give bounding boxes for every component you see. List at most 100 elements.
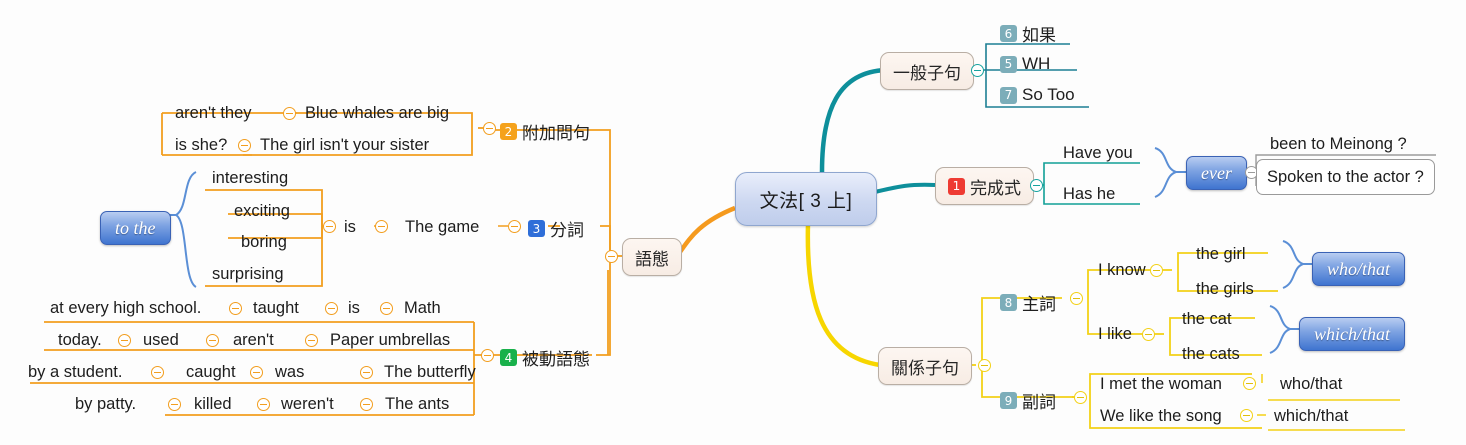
- collapse-toggle-passive-voice[interactable]: [481, 349, 494, 362]
- collapse-toggle-participle-subject[interactable]: [375, 220, 388, 233]
- relative-group-0-lead[interactable]: I know: [1098, 259, 1146, 281]
- passive-row-0-tail[interactable]: at every high school.: [50, 297, 201, 319]
- perfect-subject-1[interactable]: Has he: [1063, 183, 1115, 205]
- participle-node[interactable]: 3 分詞: [528, 216, 584, 241]
- collapse-toggle-relative-subject[interactable]: [1070, 292, 1083, 305]
- collapse-toggle-participle[interactable]: [508, 220, 521, 233]
- collapse-toggle-passive-1-be[interactable]: [206, 334, 219, 347]
- collapse-toggle-passive-2-be[interactable]: [250, 366, 263, 379]
- collapse-toggle-tag-row-0[interactable]: [283, 107, 296, 120]
- passive-row-2-tail[interactable]: by a student.: [28, 361, 122, 383]
- tag-row-1-statement[interactable]: The girl isn't your sister: [260, 134, 429, 156]
- collapse-toggle-tag-row-1[interactable]: [238, 139, 251, 152]
- relative-group-0-noun-0[interactable]: the girl: [1196, 243, 1246, 265]
- participle-connector-to-the[interactable]: to the: [100, 211, 171, 245]
- collapse-toggle-passive-1-subject[interactable]: [305, 334, 318, 347]
- participle-adjective-1[interactable]: exciting: [234, 200, 290, 222]
- collapse-toggle-voice[interactable]: [605, 250, 618, 263]
- relative-group-1-noun-1[interactable]: the cats: [1182, 343, 1240, 365]
- passive-row-3-subject[interactable]: The ants: [385, 393, 449, 415]
- branch-general-clause[interactable]: 一般子句: [880, 52, 974, 90]
- collapse-toggle-passive-3-subject[interactable]: [360, 398, 373, 411]
- branch-relative-clause-label: 關係子句: [891, 358, 959, 378]
- passive-voice-node[interactable]: 4 被動語態: [500, 345, 590, 370]
- passive-row-1-tail[interactable]: today.: [58, 329, 102, 351]
- collapse-toggle-relative-clause[interactable]: [978, 359, 991, 372]
- collapse-toggle-adverb-row-0[interactable]: [1243, 377, 1256, 390]
- collapse-toggle-passive-1-participle[interactable]: [118, 334, 131, 347]
- relative-subject-node[interactable]: 8 主詞: [1000, 290, 1056, 315]
- collapse-toggle-participle-verb[interactable]: [323, 220, 336, 233]
- branch-perfect-tense[interactable]: 1 完成式: [935, 167, 1034, 205]
- passive-row-2-be[interactable]: was: [275, 361, 304, 383]
- perfect-subject-0[interactable]: Have you: [1063, 142, 1133, 164]
- general-clause-child-0[interactable]: 6 如果: [1000, 21, 1056, 46]
- passive-row-1-subject[interactable]: Paper umbrellas: [330, 329, 450, 351]
- passive-row-3-be[interactable]: weren't: [281, 393, 334, 415]
- general-clause-child-1[interactable]: 5 WH: [1000, 54, 1050, 74]
- adverb-row-1-pronoun-label: which/that: [1274, 406, 1349, 425]
- badge-number-icon: 1: [948, 177, 965, 195]
- collapse-toggle-tag-question[interactable]: [483, 122, 496, 135]
- collapse-toggle-passive-2-participle[interactable]: [151, 366, 164, 379]
- participle-adjective-0[interactable]: interesting: [212, 167, 288, 189]
- collapse-toggle-passive-3-participle[interactable]: [168, 398, 181, 411]
- passive-row-2-participle[interactable]: caught: [186, 361, 236, 383]
- tag-row-0-tag[interactable]: aren't they: [175, 102, 252, 124]
- relative-group-1-noun-0[interactable]: the cat: [1182, 308, 1232, 330]
- collapse-toggle-passive-0-participle[interactable]: [229, 302, 242, 315]
- adverb-row-1-clause[interactable]: We like the song: [1100, 405, 1222, 427]
- relative-group-0-noun-1-label: the girls: [1196, 279, 1254, 298]
- perfect-predicate-0[interactable]: been to Meinong ?: [1270, 133, 1407, 155]
- passive-row-3-participle[interactable]: killed: [194, 393, 232, 415]
- tag-row-1-tag[interactable]: is she?: [175, 134, 227, 156]
- participle-label: 分詞: [550, 221, 584, 240]
- collapse-toggle-passive-0-subject[interactable]: [380, 302, 393, 315]
- central-topic[interactable]: 文法[ 3 上]: [735, 172, 877, 226]
- collapse-toggle-passive-3-be[interactable]: [257, 398, 270, 411]
- participle-adjective-2[interactable]: boring: [241, 231, 287, 253]
- collapse-toggle-group-1[interactable]: [1142, 328, 1155, 341]
- collapse-toggle-passive-2-subject[interactable]: [360, 366, 373, 379]
- relative-group-0-pronoun[interactable]: who/that: [1312, 252, 1406, 286]
- relative-group-0-lead-label: I know: [1098, 260, 1146, 279]
- passive-row-1-be[interactable]: aren't: [233, 329, 274, 351]
- collapse-toggle-group-0[interactable]: [1150, 264, 1163, 277]
- branch-relative-clause[interactable]: 關係子句: [878, 347, 972, 385]
- participle-adjective-3[interactable]: surprising: [212, 263, 284, 285]
- collapse-toggle-adverb-row-1[interactable]: [1240, 409, 1253, 422]
- perfect-predicate-1[interactable]: Spoken to the actor ?: [1256, 159, 1435, 195]
- passive-row-0-subject[interactable]: Math: [404, 297, 441, 319]
- passive-row-0-participle[interactable]: taught: [253, 297, 299, 319]
- branch-voice[interactable]: 語態: [622, 238, 682, 276]
- passive-row-0-subject-label: Math: [404, 298, 441, 317]
- passive-row-1-participle[interactable]: used: [143, 329, 179, 351]
- badge-number-icon: 2: [500, 123, 517, 140]
- passive-row-2-subject-label: The butterfly: [384, 362, 476, 381]
- tag-question-node[interactable]: 2 附加問句: [500, 119, 590, 144]
- participle-subject[interactable]: The game: [405, 216, 479, 238]
- relative-group-1-lead[interactable]: I like: [1098, 323, 1132, 345]
- collapse-toggle-general-clause[interactable]: [971, 64, 984, 77]
- adverb-row-0-clause[interactable]: I met the woman: [1100, 373, 1222, 395]
- perfect-connector-ever[interactable]: ever: [1186, 156, 1247, 190]
- general-clause-child-2[interactable]: 7 So Too: [1000, 85, 1075, 105]
- badge-number-icon: 8: [1000, 294, 1017, 311]
- adverb-row-0-pronoun[interactable]: who/that: [1280, 373, 1342, 395]
- passive-row-2-subject[interactable]: The butterfly: [384, 361, 476, 383]
- collapse-toggle-perfect-tense[interactable]: [1030, 179, 1043, 192]
- badge-number-icon: 9: [1000, 392, 1017, 409]
- passive-row-0-be[interactable]: is: [348, 297, 360, 319]
- tag-row-0-statement[interactable]: Blue whales are big: [305, 102, 449, 124]
- participle-verb[interactable]: is: [344, 216, 356, 238]
- perfect-subject-1-label: Has he: [1063, 184, 1116, 203]
- relative-adverb-node[interactable]: 9 副詞: [1000, 388, 1056, 413]
- relative-group-0-noun-1[interactable]: the girls: [1196, 278, 1254, 300]
- relative-group-1-pronoun[interactable]: which/that: [1299, 317, 1405, 351]
- collapse-toggle-passive-0-be[interactable]: [325, 302, 338, 315]
- collapse-toggle-relative-adverb[interactable]: [1074, 391, 1087, 404]
- relative-group-1-noun-0-label: the cat: [1182, 309, 1232, 328]
- adverb-row-1-pronoun[interactable]: which/that: [1274, 405, 1348, 427]
- relative-adverb-label: 副詞: [1022, 393, 1056, 412]
- passive-row-3-tail[interactable]: by patty.: [75, 393, 136, 415]
